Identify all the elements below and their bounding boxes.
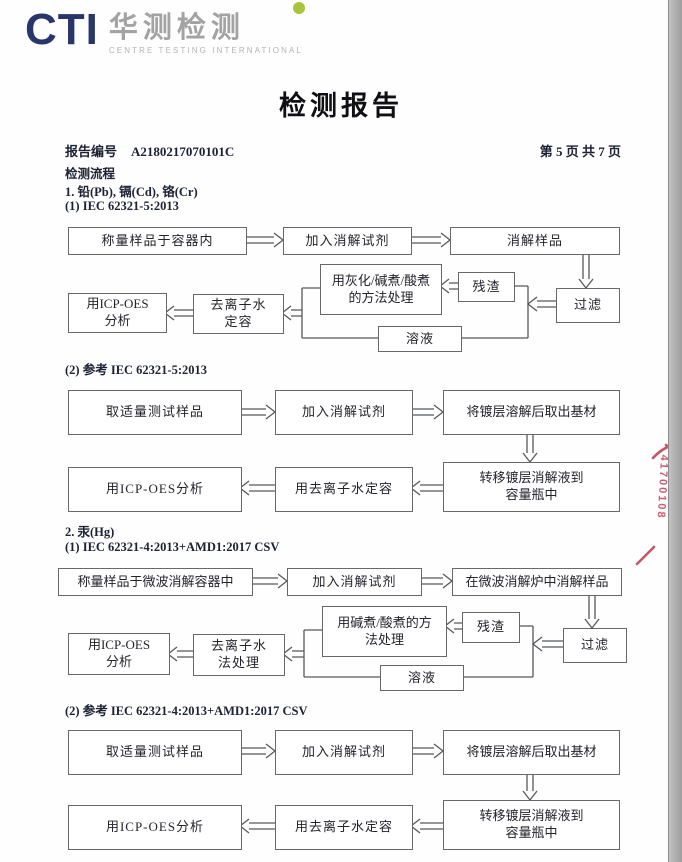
flow-box-treat-residue: 用灰化/碱煮/酸煮 的方法处理 xyxy=(320,264,442,315)
flow-box-dilute: 去离子水 法处理 xyxy=(193,634,285,676)
flow-box-dilute: 用去离子水定容 xyxy=(275,805,413,850)
flow-box-dilute: 去离子水 定容 xyxy=(193,294,284,334)
flow-box-icp-analysis: 用ICP-OES 分析 xyxy=(68,293,167,333)
fc1-method-heading: (1) IEC 62321-5:2013 xyxy=(65,199,179,213)
flow-box-residue: 残渣 xyxy=(462,612,520,643)
fc2-method-heading: (2) 参考 IEC 62321-5:2013 xyxy=(65,363,208,377)
flow-box-dissolve-coating: 将镀层溶解后取出基材 xyxy=(443,390,620,435)
logo-chinese-name: 华测检测 xyxy=(108,12,245,44)
flow-box-icp-analysis: 用ICP-OES 分析 xyxy=(68,633,170,675)
report-number: 报告编号 A2180217070101C xyxy=(65,141,248,160)
scan-edge xyxy=(668,0,682,862)
cti-logo-text: CTI xyxy=(25,5,99,54)
flow-box-weigh-sample: 称量样品于容器内 xyxy=(68,227,247,255)
flow-box-dissolve-coating: 将镀层溶解后取出基材 xyxy=(443,730,620,775)
page-indicator: 第 5 页 共 7 页 xyxy=(539,144,621,159)
flow-box-filter: 过滤 xyxy=(556,288,620,323)
flow-box-add-reagent: 加入消解试剂 xyxy=(283,227,412,255)
flow-box-take-sample: 取适量测试样品 xyxy=(68,390,242,435)
section-2-heading: 2. 汞(Hg) xyxy=(65,525,115,539)
flow-box-digest-sample: 消解样品 xyxy=(450,227,620,255)
report-number-label: 报告编号 xyxy=(65,144,118,159)
flow-box-treat-residue: 用碱煮/酸煮的方 法处理 xyxy=(322,606,447,657)
stamp-mark-bottom xyxy=(635,545,656,566)
fc3-method-heading: (1) IEC 62321-4:2013+AMD1:2017 CSV xyxy=(65,540,280,554)
logo-tagline: CENTRE TESTING INTERNATIONAL xyxy=(108,46,303,55)
flow-box-add-reagent: 加入消解试剂 xyxy=(275,390,413,435)
flow-box-take-sample: 取适量测试样品 xyxy=(68,730,242,775)
logo-name-block: 华测检测 CENTRE TESTING INTERNATIONAL xyxy=(109,6,303,55)
flow-box-icp-analysis: 用ICP-OES分析 xyxy=(68,805,242,850)
flow-box-transfer-solution: 转移镀层消解液到 容量瓶中 xyxy=(443,800,620,850)
flow-box-residue: 残渣 xyxy=(458,272,515,302)
logo-green-dot-icon xyxy=(292,2,305,14)
flow-box-transfer-solution: 转移镀层消解液到 容量瓶中 xyxy=(443,462,620,512)
flow-box-weigh-sample: 称量样品于微波消解容器中 xyxy=(58,568,253,596)
flow-box-solution: 溶液 xyxy=(378,326,462,352)
fc4-method-heading: (2) 参考 IEC 62321-4:2013+AMD1:2017 CSV xyxy=(65,704,308,718)
section-1-heading: 1. 铅(Pb), 镉(Cd), 铬(Cr) xyxy=(65,185,198,199)
cti-logo: CTI 华测检测 CENTRE TESTING INTERNATIONAL xyxy=(25,2,305,55)
flow-box-add-reagent: 加入消解试剂 xyxy=(287,568,422,596)
report-meta-row: 报告编号 A2180217070101C 第 5 页 共 7 页 xyxy=(65,141,621,160)
page-title: 检测报告 xyxy=(279,91,403,121)
flow-box-dilute: 用去离子水定容 xyxy=(275,467,413,512)
flow-box-microwave-digest: 在微波消解炉中消解样品 xyxy=(452,568,622,596)
section-flow-title: 检测流程 xyxy=(65,167,116,181)
flow-box-add-reagent: 加入消解试剂 xyxy=(275,730,413,775)
flow-box-filter: 过滤 xyxy=(563,628,627,663)
flow-box-icp-analysis: 用ICP-OES分析 xyxy=(68,467,242,512)
flow-box-solution: 溶液 xyxy=(380,665,464,691)
report-number-value: A2180217070101C xyxy=(131,144,235,159)
